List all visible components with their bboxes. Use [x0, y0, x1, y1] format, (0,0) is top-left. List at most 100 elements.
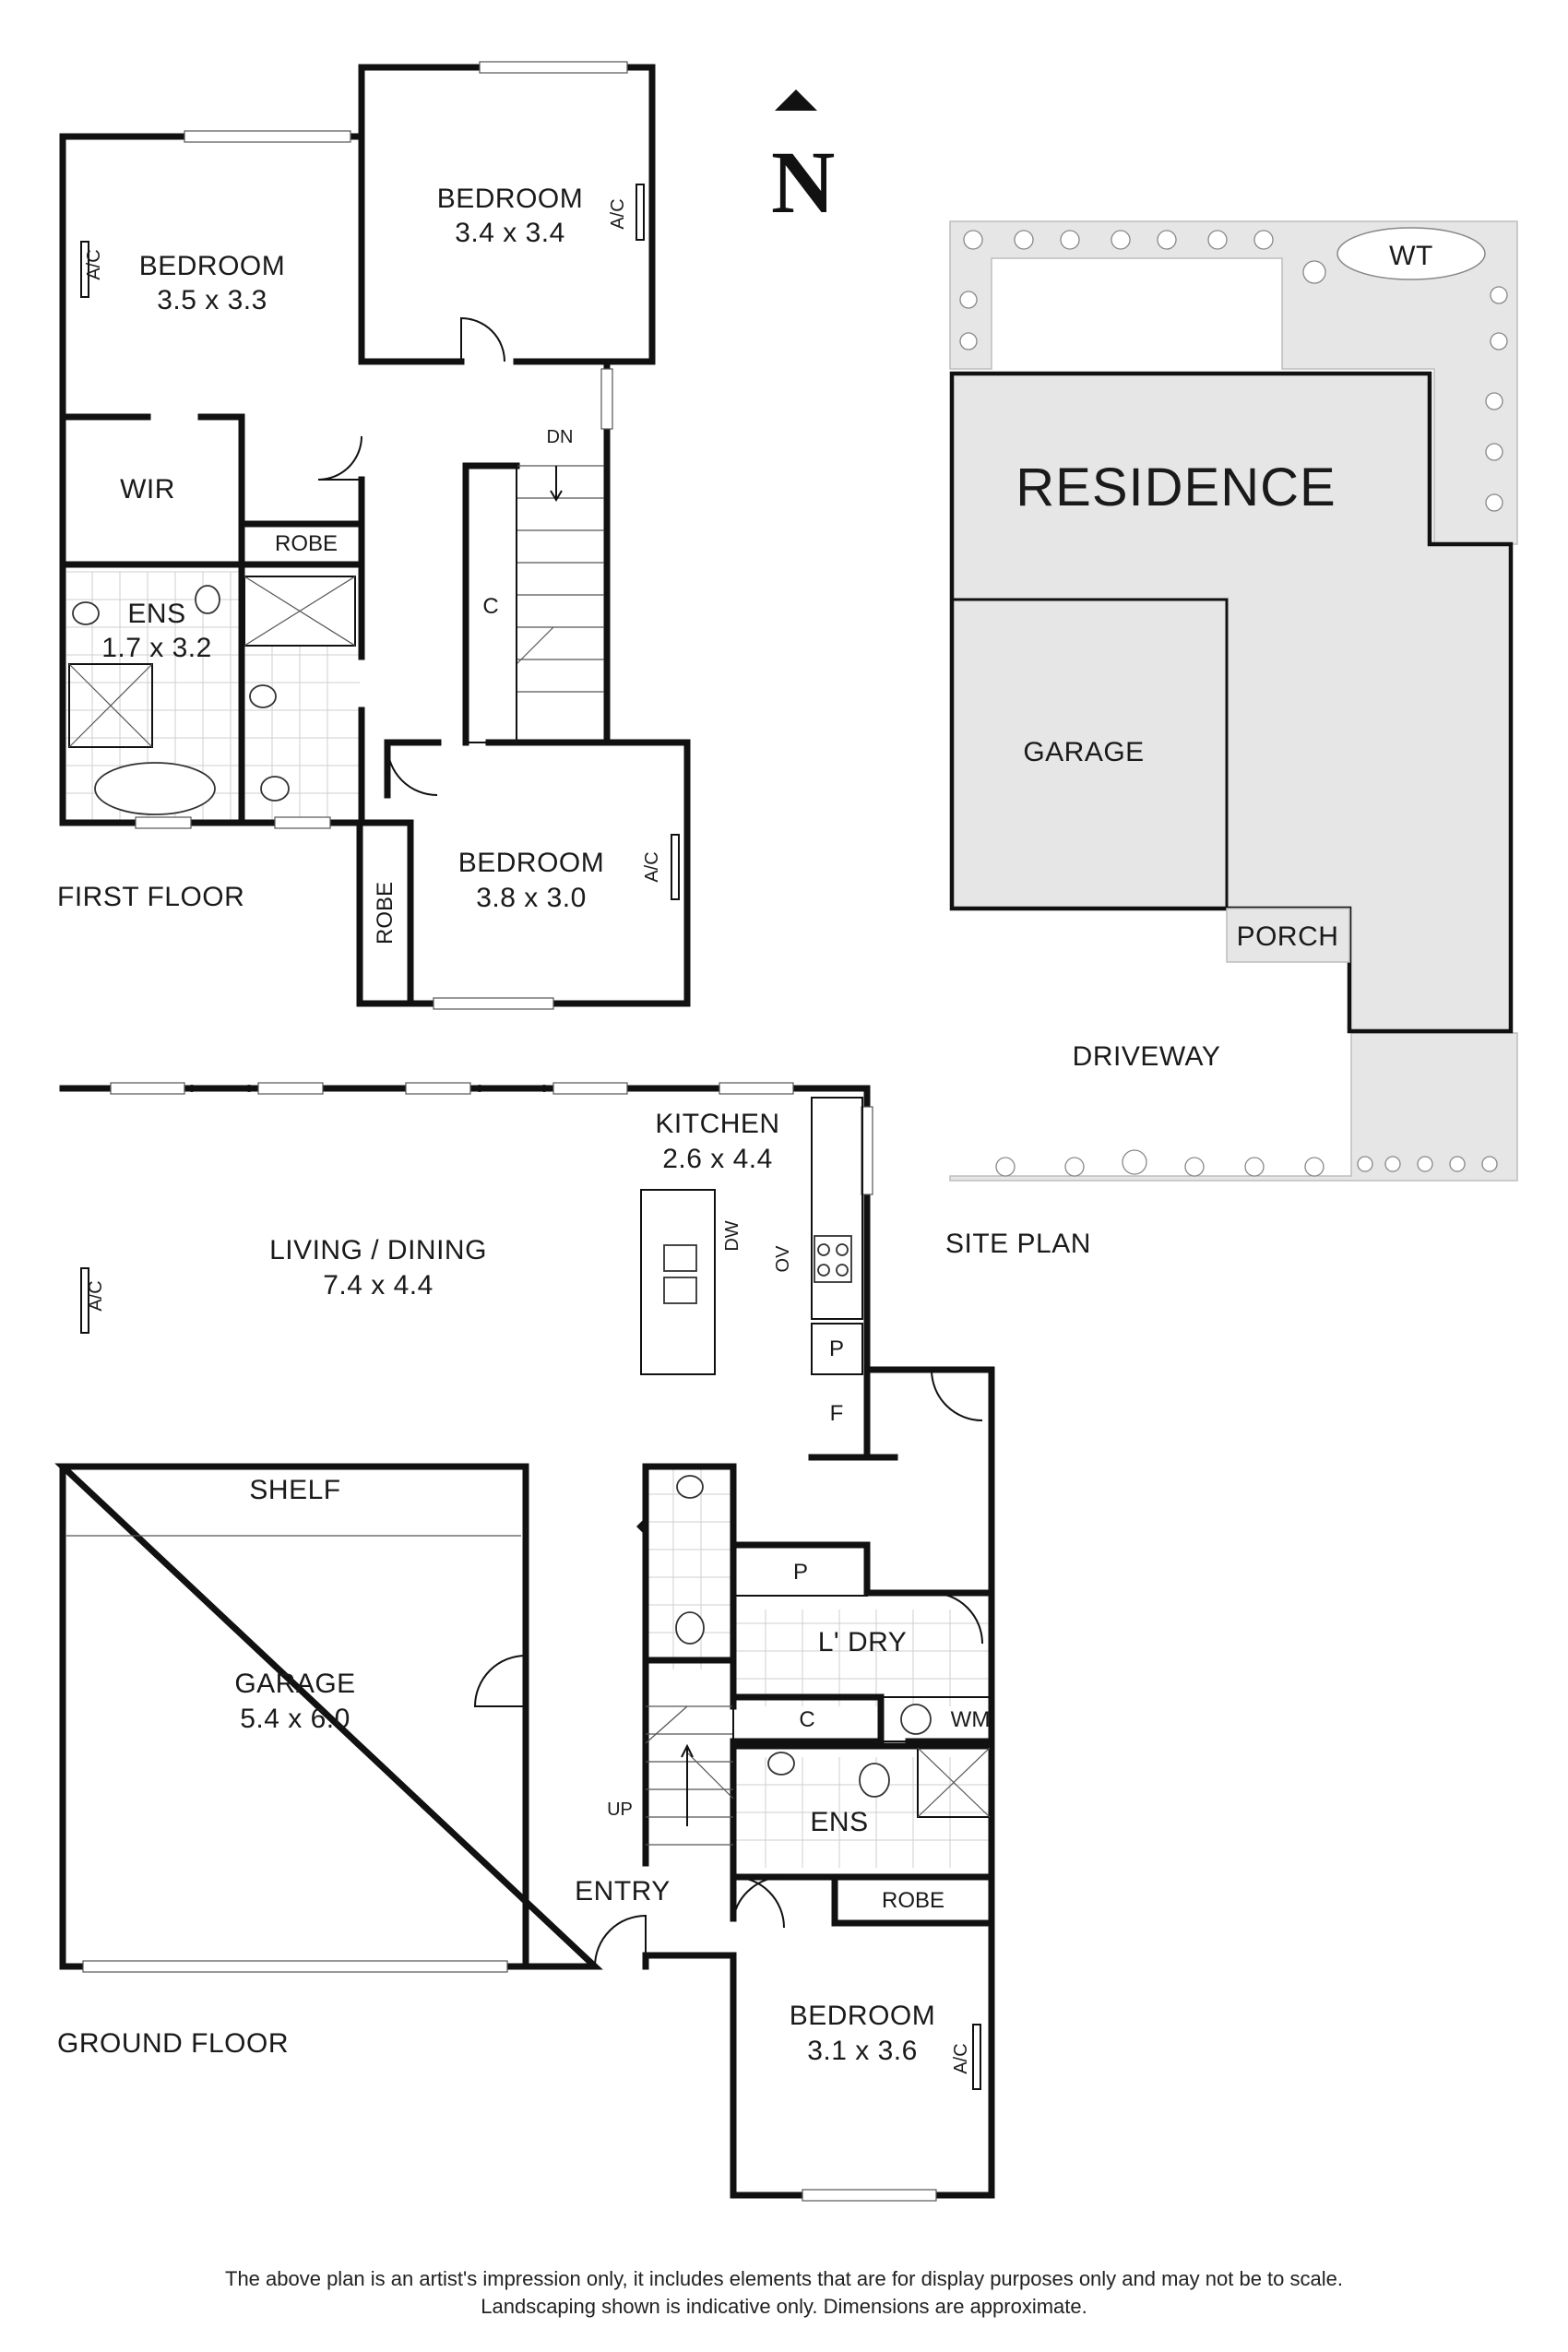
pantry	[811, 1323, 863, 1375]
toilet-icon	[195, 585, 220, 614]
window	[552, 1082, 628, 1095]
front-yard	[949, 1032, 1518, 1182]
disclaimer: The above plan is an artist's impression…	[0, 2265, 1568, 2321]
garage-size: 5.4 x 6.0	[240, 1704, 350, 1734]
ac-unit	[972, 2024, 981, 2090]
shrubs	[959, 230, 1508, 1177]
laundry-label: L' DRY	[818, 1627, 908, 1657]
dishwasher-label: DW	[722, 1220, 742, 1251]
robe-label: ROBE	[882, 1888, 944, 1913]
door-swing	[931, 1592, 983, 1645]
ac-label: A/C	[642, 851, 662, 882]
toilet-icon	[675, 1611, 705, 1645]
site-plan-label: SITE PLAN	[945, 1229, 1091, 1259]
kitchen-label: KITCHEN	[655, 1109, 779, 1139]
porch-label: PORCH	[1237, 921, 1339, 952]
robe-label: ROBE	[275, 531, 338, 556]
window	[802, 2189, 937, 2202]
ac-label: A/C	[84, 249, 104, 279]
door-swing	[931, 1369, 983, 1421]
water-tank	[1336, 227, 1486, 280]
living-dining-size: 7.4 x 4.4	[323, 1270, 434, 1301]
sink-icon	[663, 1244, 697, 1272]
window	[479, 61, 628, 74]
linen-cupboard	[732, 1544, 868, 1597]
basin-icon	[72, 601, 100, 625]
shelf-label: SHELF	[249, 1475, 340, 1505]
washing-machine	[880, 1696, 992, 1742]
water-tank-label: WT	[1389, 241, 1433, 271]
bedroom-nw-size: 3.5 x 3.3	[157, 285, 267, 315]
kitchen-island	[640, 1189, 716, 1375]
door-swing	[732, 1876, 785, 1929]
shower-icon	[244, 576, 356, 647]
ac-unit	[671, 834, 680, 900]
garage-door	[82, 1960, 508, 1973]
basin-icon	[767, 1752, 795, 1776]
shower-icon	[68, 663, 153, 748]
ensuite-label: ENS	[810, 1807, 868, 1837]
linen-pantry-label: P	[793, 1560, 808, 1585]
residence-label: RESIDENCE	[1016, 457, 1336, 517]
bedroom-label: BEDROOM	[790, 2001, 936, 2031]
site-garage-label: GARAGE	[1023, 737, 1144, 767]
window	[110, 1082, 185, 1095]
bedroom-nw-label: BEDROOM	[139, 251, 286, 281]
cupboard-c	[465, 465, 517, 743]
door-swing	[386, 744, 438, 796]
basin-icon	[676, 1475, 704, 1499]
wir-label: WIR	[120, 474, 175, 505]
sink-icon	[663, 1277, 697, 1304]
pantry-label: P	[829, 1336, 844, 1361]
laundry-tub-icon	[900, 1704, 932, 1735]
robe-label: ROBE	[373, 882, 398, 944]
shower-icon	[917, 1747, 991, 1818]
ground-floor-label: GROUND FLOOR	[57, 2028, 289, 2059]
ac-unit	[636, 184, 645, 241]
stair-down-label: DN	[547, 427, 574, 447]
window	[184, 130, 351, 143]
first-floor-label: FIRST FLOOR	[57, 882, 244, 912]
bedroom-size: 3.1 x 3.6	[807, 2036, 918, 2066]
robe	[834, 1876, 991, 1924]
disclaimer-line-2: Landscaping shown is indicative only. Di…	[481, 2295, 1087, 2318]
fridge-label: F	[830, 1401, 844, 1426]
window	[274, 816, 331, 829]
window	[135, 816, 192, 829]
cupboard-label: C	[482, 594, 498, 619]
garage-label: GARAGE	[234, 1669, 355, 1699]
ac-unit	[80, 241, 89, 298]
first-floor-plan: BEDROOM 3.5 x 3.3 A/C BEDROOM 3.4 x 3.4 …	[57, 61, 691, 1010]
window	[719, 1082, 794, 1095]
first-floor-stair	[516, 465, 604, 693]
ground-floor-stair	[645, 1705, 734, 1846]
garage-outline	[952, 598, 1229, 909]
ac-label: A/C	[86, 1280, 106, 1311]
bath-icon	[94, 762, 216, 815]
living-dining-label: LIVING / DINING	[269, 1235, 487, 1265]
ensuite-size: 1.7 x 3.2	[101, 633, 212, 663]
rear-yard	[949, 220, 1518, 545]
ground-floor-plan: KITCHEN 2.6 x 4.4 DW OV LIVING / DINING …	[54, 1082, 995, 2202]
north-arrow: N	[771, 89, 835, 232]
ac-label: A/C	[951, 2043, 971, 2073]
ensuite-label: ENS	[127, 599, 185, 629]
driveway-label: DRIVEWAY	[1073, 1041, 1221, 1072]
basin-icon	[249, 684, 277, 708]
window	[600, 368, 613, 430]
north-arrow-icon	[775, 89, 817, 111]
disclaimer-line-1: The above plan is an artist's impression…	[225, 2267, 1343, 2290]
kitchen-bench	[811, 1097, 863, 1320]
porch	[1226, 908, 1350, 963]
entry-label: ENTRY	[575, 1876, 671, 1907]
residence-outline	[949, 371, 1514, 1034]
laundry-cupboard-label: C	[799, 1707, 814, 1732]
kitchen-size: 2.6 x 4.4	[662, 1144, 773, 1174]
toilet-icon	[859, 1763, 890, 1798]
bedroom-ne-label: BEDROOM	[437, 184, 584, 214]
entry-door-swing	[594, 1914, 647, 1967]
north-label: N	[771, 133, 835, 232]
window	[405, 1082, 471, 1095]
door-swing	[317, 435, 362, 481]
